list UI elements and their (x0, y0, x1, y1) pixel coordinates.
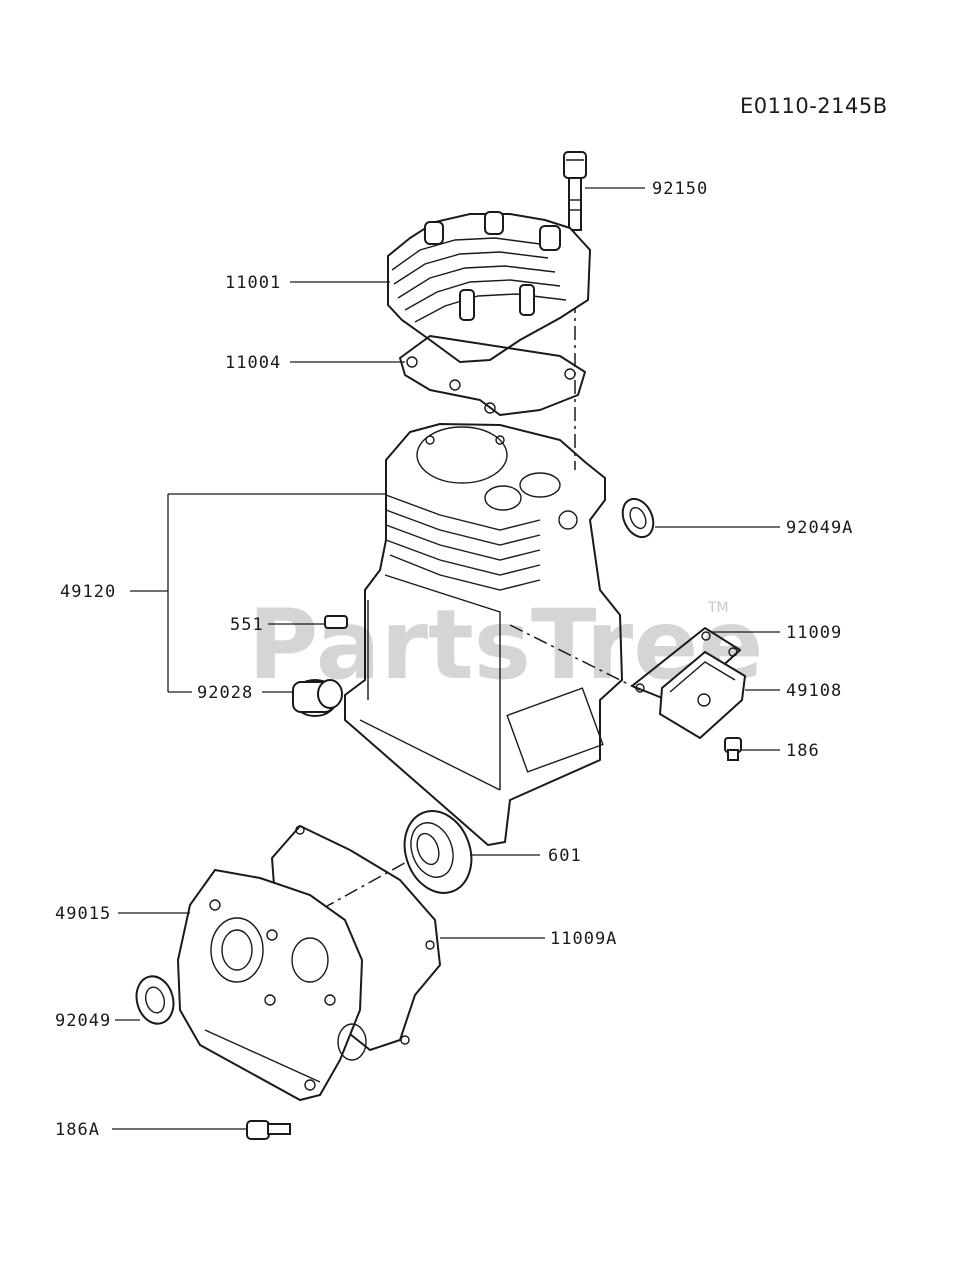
callout-11009A: 11009A (550, 929, 617, 949)
callout-551: 551 (230, 615, 264, 635)
part-bolt-186A[interactable] (246, 1120, 291, 1140)
watermark-trademark: TM (707, 600, 729, 616)
part-dowel-pin-551[interactable] (324, 615, 348, 629)
callout-92049: 92049 (55, 1011, 111, 1031)
callout-92150: 92150 (652, 179, 708, 199)
callout-92049A: 92049A (786, 518, 853, 538)
part-bushing-92028[interactable] (292, 679, 343, 717)
callout-92028: 92028 (197, 683, 253, 703)
part-cylinder-head-11001[interactable] (387, 211, 592, 364)
callout-49120: 49120 (60, 582, 116, 602)
alignment-line-oilcover (509, 624, 641, 691)
part-bearing-601[interactable] (394, 802, 483, 903)
callout-601: 601 (548, 846, 582, 866)
callout-49015: 49015 (55, 904, 111, 924)
alignment-line-bearing (229, 849, 429, 961)
part-cylinder-block-49120[interactable] (344, 423, 623, 846)
callout-11009: 11009 (786, 623, 842, 643)
callout-11001: 11001 (225, 273, 281, 293)
callout-49108: 49108 (786, 681, 842, 701)
part-crankcase-cover-49015[interactable] (176, 868, 367, 1102)
part-cover-49108[interactable] (658, 650, 747, 740)
callout-186A: 186A (55, 1120, 100, 1140)
part-oil-seal-92049A[interactable] (617, 494, 659, 542)
callout-186: 186 (786, 741, 820, 761)
part-oil-seal-92049[interactable] (131, 972, 178, 1028)
part-bolt-92150[interactable] (563, 151, 587, 231)
diagram-reference-code: E0110-2145B (740, 94, 888, 118)
part-bolt-186[interactable] (724, 737, 742, 761)
callout-11004: 11004 (225, 353, 281, 373)
part-head-gasket-11004[interactable] (399, 335, 586, 416)
leader-lines (112, 187, 780, 1130)
